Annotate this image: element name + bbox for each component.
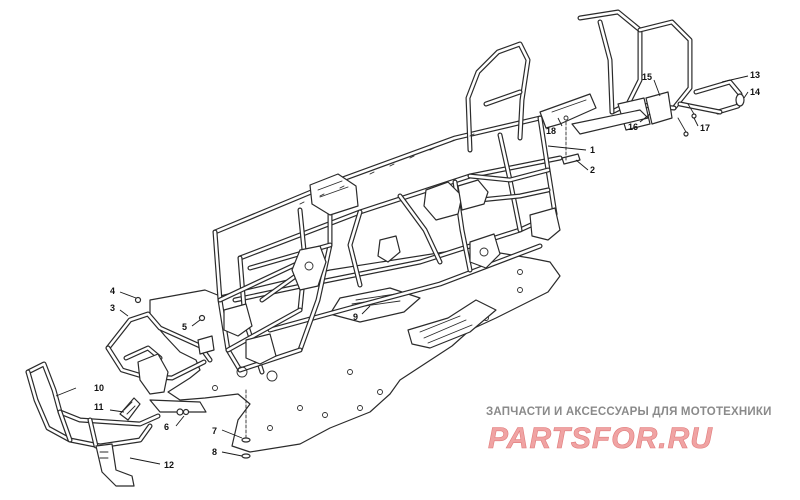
bolt-4 bbox=[134, 296, 142, 304]
washer-7 bbox=[241, 437, 251, 443]
callout-13: 13 bbox=[721, 70, 760, 83]
callout-label: 2 bbox=[590, 165, 595, 175]
front-bumper bbox=[25, 311, 215, 487]
watermark-logo: PARTSFOR.RU bbox=[488, 422, 713, 455]
callout-14: 14 bbox=[743, 87, 760, 99]
bolt-6 bbox=[182, 408, 190, 416]
callout-4: 4 bbox=[110, 286, 137, 299]
callout-11: 11 bbox=[94, 402, 125, 413]
callout-5: 5 bbox=[182, 319, 201, 332]
callout-label: 3 bbox=[110, 303, 115, 313]
callout-8: 8 bbox=[212, 447, 243, 457]
callout-10: 10 bbox=[55, 383, 104, 397]
callout-label: 17 bbox=[700, 123, 710, 133]
nut-8 bbox=[241, 453, 251, 459]
callout-label: 18 bbox=[546, 126, 556, 136]
callout-label: 4 bbox=[110, 286, 115, 296]
callout-1: 1 bbox=[547, 145, 595, 155]
callout-15: 15 bbox=[642, 72, 661, 97]
watermark: ЗАПЧАСТИ И АКСЕССУАРЫ ДЛЯ МОТОТЕХНИКИ PA… bbox=[486, 406, 772, 455]
callout-9: 9 bbox=[353, 305, 371, 322]
nut-5 bbox=[198, 314, 206, 322]
callout-label: 12 bbox=[164, 460, 174, 470]
callout-16: 16 bbox=[628, 113, 651, 132]
callout-label: 11 bbox=[94, 402, 104, 412]
callout-18: 18 bbox=[546, 117, 563, 136]
callout-label: 7 bbox=[212, 426, 217, 436]
callout-3: 3 bbox=[110, 303, 129, 317]
callout-label: 14 bbox=[750, 87, 760, 97]
callout-label: 15 bbox=[642, 72, 652, 82]
rear-plate bbox=[561, 153, 581, 165]
callout-12: 12 bbox=[129, 457, 174, 470]
callout-label: 6 bbox=[164, 422, 169, 432]
rear-bumper bbox=[571, 9, 745, 137]
callout-label: 5 bbox=[182, 322, 187, 332]
callout-label: 8 bbox=[212, 447, 217, 457]
callout-label: 13 bbox=[750, 70, 760, 80]
callout-6: 6 bbox=[164, 415, 185, 432]
callout-17: 17 bbox=[693, 117, 710, 133]
hardware bbox=[134, 121, 567, 459]
callout-7: 7 bbox=[212, 426, 243, 439]
callout-label: 9 bbox=[353, 312, 358, 322]
callout-label: 10 bbox=[94, 383, 104, 393]
watermark-subtitle: ЗАПЧАСТИ И АКСЕССУАРЫ ДЛЯ МОТОТЕХНИКИ bbox=[486, 406, 772, 418]
callout-2: 2 bbox=[575, 159, 595, 175]
callout-label: 1 bbox=[590, 145, 595, 155]
main-frame bbox=[212, 41, 597, 382]
callouts: 1 2 3 4 5 6 7 8 bbox=[55, 70, 760, 470]
callout-label: 16 bbox=[628, 122, 638, 132]
